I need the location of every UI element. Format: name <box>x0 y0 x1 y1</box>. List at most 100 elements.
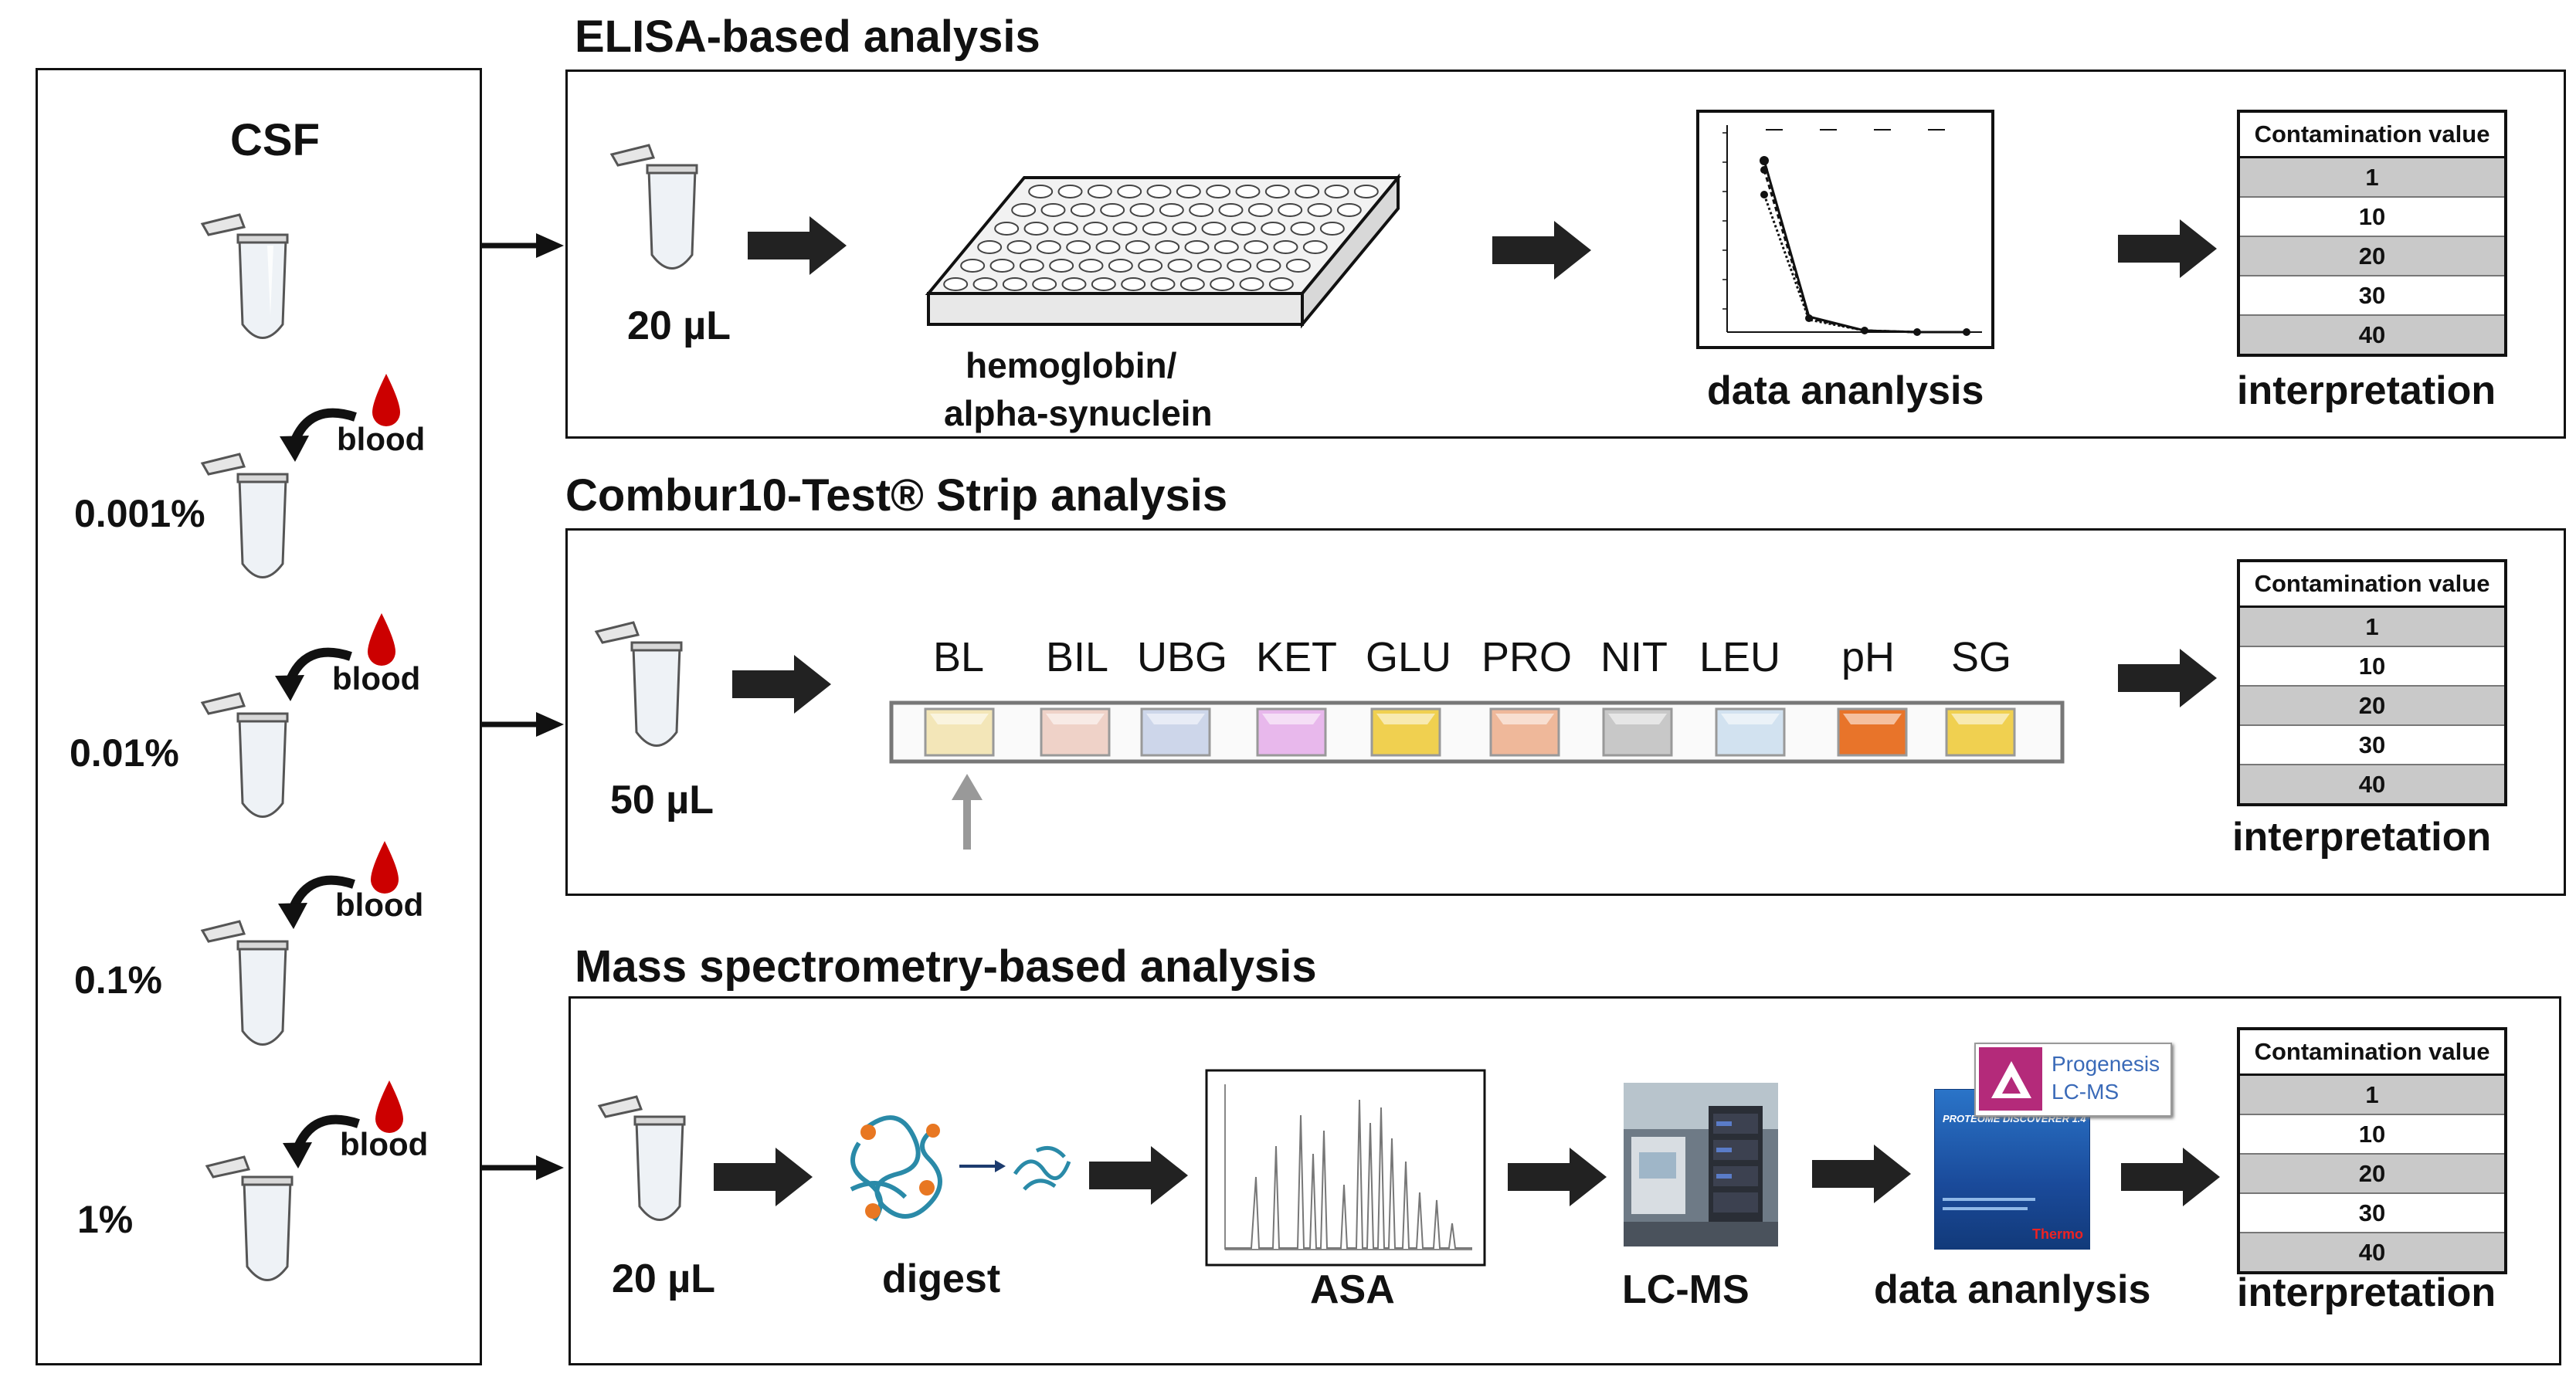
plate-well <box>1239 277 1264 291</box>
ms-arrow-3 <box>1508 1148 1607 1206</box>
plate-well <box>1184 240 1210 254</box>
plate-well <box>1295 185 1320 198</box>
blood-label: blood <box>335 887 424 923</box>
concentration-001: 0.01% <box>70 731 179 775</box>
blood-drop-icon <box>375 1080 403 1133</box>
plate-well <box>1353 185 1379 198</box>
plate-well <box>1066 240 1091 254</box>
combur-interpretation: interpretation <box>2232 815 2492 860</box>
ms-arrow-4 <box>1812 1145 1911 1203</box>
contamination-value: 40 <box>2240 316 2504 354</box>
contamination-header: Contamination value <box>2240 113 2504 158</box>
contamination-value: 10 <box>2240 198 2504 237</box>
contamination-header: Contamination value <box>2240 1030 2504 1076</box>
protein-digest-icon <box>850 1115 1071 1222</box>
plate-well <box>1336 203 1362 217</box>
plate-well <box>994 222 1020 236</box>
elisa-arrow-1 <box>748 216 847 275</box>
strip-pad-highlight <box>1721 714 1780 724</box>
ms-arrow-2 <box>1089 1146 1188 1205</box>
plate-well <box>1264 185 1290 198</box>
tube-0001-icon <box>200 453 289 578</box>
strip-pad-highlight <box>1146 714 1205 724</box>
ms-arrow-1 <box>714 1148 813 1206</box>
contamination-value: 40 <box>2240 1233 2504 1271</box>
contamination-value: 1 <box>2240 158 2504 198</box>
pad-label-ket: KET <box>1256 634 1338 680</box>
pad-label-bl: BL <box>933 634 985 680</box>
plate-well <box>1235 185 1261 198</box>
plate-well <box>972 277 998 291</box>
elisa-tube-icon <box>609 144 698 270</box>
blood-label: blood <box>340 1126 429 1162</box>
plate-well <box>1150 277 1176 291</box>
plate-well <box>1040 203 1066 217</box>
plate-well <box>1129 203 1155 217</box>
plate-well <box>1057 185 1083 198</box>
contamination-value: 30 <box>2240 726 2504 765</box>
contamination-value: 20 <box>2240 687 2504 726</box>
plate-well <box>1155 240 1180 254</box>
curved-arrow-icon <box>280 408 357 462</box>
plate-well <box>1087 185 1112 198</box>
plate-well <box>1159 203 1184 217</box>
elisa-plate-icon <box>925 173 1402 329</box>
plate-well <box>1206 185 1231 198</box>
plate-well <box>1036 240 1061 254</box>
curved-arrow-icon <box>283 1114 360 1168</box>
asa-chromatogram-thumbnail <box>1205 1069 1486 1267</box>
plate-well <box>1112 222 1138 236</box>
plate-well <box>1196 259 1222 273</box>
curved-arrow-icon <box>275 647 352 701</box>
pad-label-glu: GLU <box>1366 634 1452 680</box>
plate-well <box>1285 259 1311 273</box>
tube-01-icon <box>200 920 289 1046</box>
plate-well <box>1172 222 1197 236</box>
plate-well <box>1078 259 1104 273</box>
pad-label-ubg: UBG <box>1137 634 1228 680</box>
progenesis-line2: LC-MS <box>2052 1080 2120 1104</box>
plate-well <box>1061 277 1087 291</box>
pd-brand: Thermo <box>2031 1226 2083 1242</box>
plate-well <box>1256 259 1281 273</box>
strip-pad-highlight <box>1495 714 1554 724</box>
ms-volume: 20 µL <box>612 1257 716 1301</box>
contamination-value: 1 <box>2240 1076 2504 1115</box>
pad-label-bil: BIL <box>1046 634 1109 680</box>
plate-well <box>1307 203 1332 217</box>
plate-well <box>1201 222 1227 236</box>
blood-drop-icon <box>371 841 399 894</box>
plate-well <box>960 259 986 273</box>
strip-pointer-arrow-icon <box>952 774 983 850</box>
blood-drop-icon <box>372 374 400 426</box>
elisa-data-caption: data ananlysis <box>1707 368 1984 413</box>
contamination-header: Contamination value <box>2240 562 2504 608</box>
plate-well <box>989 259 1015 273</box>
plate-well <box>1302 240 1328 254</box>
contamination-value: 1 <box>2240 608 2504 647</box>
plate-well <box>1210 277 1235 291</box>
plate-well <box>1023 222 1049 236</box>
strip-pad-highlight <box>1376 714 1435 724</box>
plate-well <box>1179 277 1205 291</box>
csf-title: CSF <box>230 115 320 165</box>
elisa-arrow-2 <box>1492 221 1591 280</box>
plate-well <box>1247 203 1273 217</box>
blood-drop-icon <box>368 613 395 666</box>
plate-well <box>1032 277 1057 291</box>
plate-caption-line2: alpha-synuclein <box>944 393 1213 433</box>
plate-well <box>1108 259 1133 273</box>
blood-label: blood <box>332 660 421 697</box>
contamination-value: 30 <box>2240 1194 2504 1233</box>
plate-well <box>1095 240 1121 254</box>
contamination-value: 30 <box>2240 276 2504 316</box>
strip-pad-highlight <box>1951 714 2010 724</box>
ms-tube-icon <box>597 1095 686 1221</box>
combur-tube-icon <box>594 621 683 747</box>
plate-well <box>1002 277 1027 291</box>
curved-arrow-icon <box>278 875 355 929</box>
contamination-value: 20 <box>2240 1155 2504 1194</box>
plate-well <box>1146 185 1172 198</box>
combur-arrow-1 <box>732 655 831 714</box>
plate-well <box>1100 203 1125 217</box>
